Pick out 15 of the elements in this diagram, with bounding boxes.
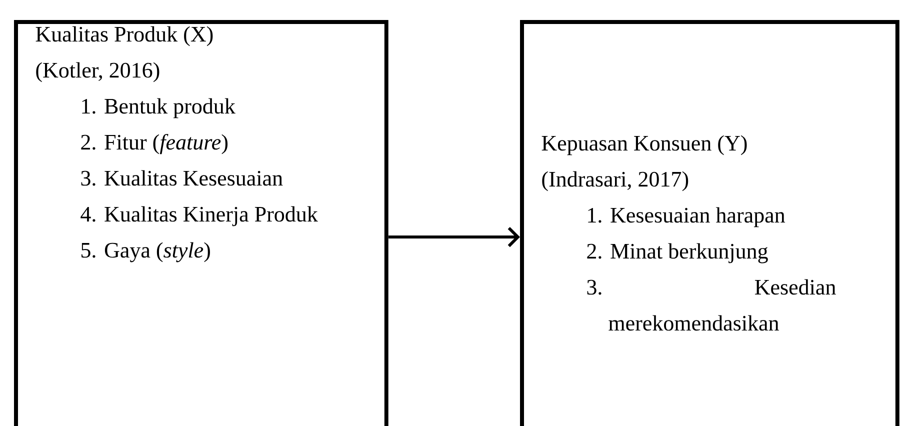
heading-text: (Kotler, 2016) <box>36 62 160 82</box>
heading-text: Kepuasan Konsuen (Y) <box>542 135 747 156</box>
list-item: 3. Kesedian merekomendasikan <box>587 279 836 331</box>
arrow <box>388 226 520 248</box>
list-item: 2. Fitur (feature) <box>81 134 228 154</box>
heading-text: (Indrasari, 2017) <box>542 171 688 192</box>
heading-text: Kualitas Produk (X) <box>36 26 213 46</box>
list-item: 3. Kualitas Kesesuaian <box>81 170 283 186</box>
box <box>520 20 900 426</box>
list-item: 1. Bentuk produk <box>82 98 236 118</box>
list-item: 2. Minat berkunjung <box>587 243 768 264</box>
list-item: 5. Gaya (style) <box>82 242 210 262</box>
list-item: 4. Kualitas Kinerja Produk <box>80 206 318 226</box>
box <box>14 20 388 426</box>
list-item: 1. Kesesuaian harapan <box>588 207 786 228</box>
